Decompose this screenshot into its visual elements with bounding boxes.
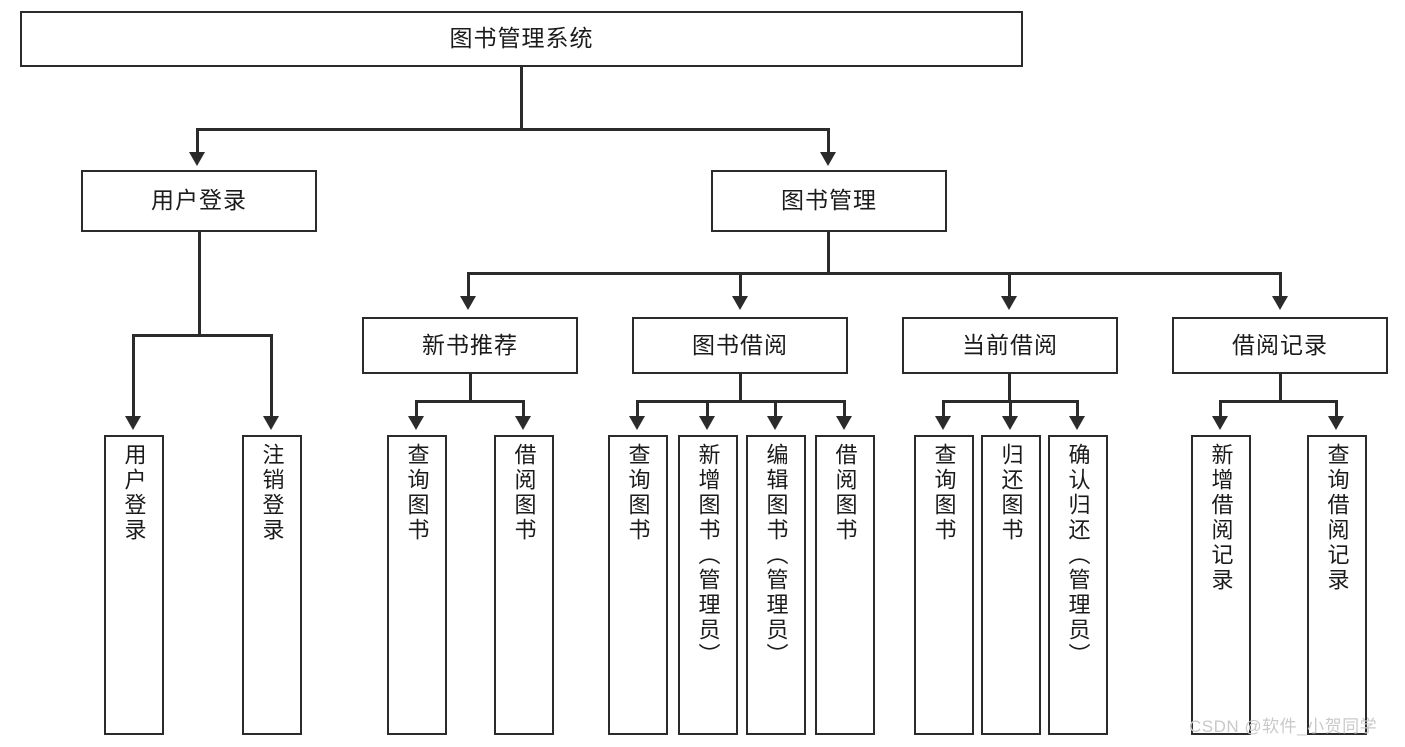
arrowhead-user-login-to-leaf-2: [263, 416, 279, 430]
connector-book-borrow-stem: [739, 374, 742, 402]
node-label: 查询借阅记录: [1324, 443, 1350, 593]
node-label: 编辑图书（管理员）: [763, 443, 789, 668]
connector-book-borrow-to-leaf-4: [843, 400, 846, 418]
connector-user-login-stem: [198, 232, 201, 336]
arrowhead-bm-to-new-book: [460, 296, 476, 310]
connector-borrow-record-to-leaf-2: [1335, 400, 1338, 418]
node-new-book-recommend[interactable]: 新书推荐: [362, 317, 578, 374]
connector-book-borrow-bus: [636, 400, 844, 403]
connector-book-borrow-to-leaf-2: [706, 400, 709, 418]
node-label: 查询图书: [404, 443, 430, 543]
node-label: 图书管理: [781, 187, 877, 214]
arrowhead-current-borrow-to-leaf-2: [1002, 416, 1018, 430]
connector-borrow-record-stem: [1279, 374, 1282, 402]
connector-root-to-user-login: [196, 128, 199, 154]
node-book-borrow[interactable]: 图书借阅: [632, 317, 848, 374]
arrowhead-borrow-record-to-leaf-2: [1328, 416, 1344, 430]
arrowhead-new-book-to-leaf-2: [515, 416, 531, 430]
leaf-book-borrow-borrow[interactable]: 借阅图书: [815, 435, 875, 735]
arrowhead-bm-to-borrow-record: [1272, 296, 1288, 310]
arrowhead-book-borrow-to-leaf-3: [767, 416, 783, 430]
node-borrow-record[interactable]: 借阅记录: [1172, 317, 1388, 374]
connector-root-to-book-management: [827, 128, 830, 154]
leaf-current-borrow-confirm-return[interactable]: 确认归还（管理员）: [1048, 435, 1108, 735]
connector-book-management-bus: [467, 272, 1279, 275]
connector-current-borrow-to-leaf-2: [1009, 400, 1012, 418]
node-label: 新增借阅记录: [1208, 443, 1234, 593]
node-label: 借阅图书: [511, 443, 537, 543]
leaf-user-login-logout[interactable]: 注销登录: [242, 435, 302, 735]
connector-new-book-to-leaf-1: [415, 400, 418, 418]
connector-user-login-bus: [132, 334, 272, 337]
connector-user-login-to-leaf-2: [270, 334, 273, 418]
node-label: 图书借阅: [692, 331, 788, 358]
leaf-book-borrow-edit[interactable]: 编辑图书（管理员）: [746, 435, 806, 735]
node-label: 新书推荐: [422, 331, 518, 358]
watermark-csdn: CSDN @软件_小贺同学: [1189, 717, 1378, 736]
connector-bm-to-new-book: [467, 272, 470, 298]
arrowhead-root-to-user-login: [189, 152, 205, 166]
arrowhead-book-borrow-to-leaf-1: [629, 416, 645, 430]
connector-user-login-to-leaf-1: [132, 334, 135, 418]
leaf-book-borrow-query[interactable]: 查询图书: [608, 435, 668, 735]
connector-root-bus: [196, 128, 830, 131]
connector-borrow-record-bus: [1219, 400, 1338, 403]
node-label: 归还图书: [998, 443, 1024, 543]
node-label: 借阅图书: [832, 443, 858, 543]
leaf-borrow-record-add[interactable]: 新增借阅记录: [1191, 435, 1251, 735]
node-label: 注销登录: [259, 443, 285, 543]
node-label: 用户登录: [151, 187, 247, 214]
arrowhead-current-borrow-to-leaf-1: [935, 416, 951, 430]
node-label: 当前借阅: [962, 331, 1058, 358]
leaf-book-borrow-add[interactable]: 新增图书（管理员）: [678, 435, 738, 735]
node-label: 借阅记录: [1232, 331, 1328, 358]
connector-bm-to-book-borrow: [739, 272, 742, 298]
leaf-user-login-login[interactable]: 用户登录: [104, 435, 164, 735]
connector-current-borrow-to-leaf-1: [942, 400, 945, 418]
connector-book-borrow-to-leaf-1: [636, 400, 639, 418]
connector-new-book-bus: [415, 400, 525, 403]
node-label: 确认归还（管理员）: [1065, 443, 1091, 668]
arrowhead-current-borrow-to-leaf-3: [1069, 416, 1085, 430]
connector-bm-to-current-borrow: [1008, 272, 1011, 298]
arrowhead-new-book-to-leaf-1: [408, 416, 424, 430]
connector-current-borrow-to-leaf-3: [1076, 400, 1079, 418]
arrowhead-user-login-to-leaf-1: [125, 416, 141, 430]
arrowhead-bm-to-book-borrow: [732, 296, 748, 310]
arrowhead-book-borrow-to-leaf-2: [699, 416, 715, 430]
leaf-new-book-borrow[interactable]: 借阅图书: [494, 435, 554, 735]
leaf-current-borrow-return[interactable]: 归还图书: [981, 435, 1041, 735]
node-label: 新增图书（管理员）: [695, 443, 721, 668]
node-label: 查询图书: [625, 443, 651, 543]
node-label: 查询图书: [931, 443, 957, 543]
node-root-book-management-system[interactable]: 图书管理系统: [20, 11, 1023, 67]
node-user-login[interactable]: 用户登录: [81, 170, 317, 232]
connector-bm-to-borrow-record: [1279, 272, 1282, 298]
node-current-borrow[interactable]: 当前借阅: [902, 317, 1118, 374]
leaf-new-book-query[interactable]: 查询图书: [387, 435, 447, 735]
node-label: 用户登录: [121, 443, 147, 543]
node-book-management[interactable]: 图书管理: [711, 170, 947, 232]
arrowhead-bm-to-current-borrow: [1001, 296, 1017, 310]
connector-book-management-stem: [827, 232, 830, 274]
connector-book-borrow-to-leaf-3: [774, 400, 777, 418]
connector-new-book-to-leaf-2: [522, 400, 525, 418]
arrowhead-root-to-book-management: [820, 152, 836, 166]
connector-current-borrow-stem: [1008, 374, 1011, 402]
leaf-borrow-record-query[interactable]: 查询借阅记录: [1307, 435, 1367, 735]
arrowhead-borrow-record-to-leaf-1: [1212, 416, 1228, 430]
connector-root-stem: [520, 67, 523, 130]
arrowhead-book-borrow-to-leaf-4: [836, 416, 852, 430]
node-label: 图书管理系统: [449, 25, 594, 52]
connector-borrow-record-to-leaf-1: [1219, 400, 1222, 418]
leaf-current-borrow-query[interactable]: 查询图书: [914, 435, 974, 735]
connector-new-book-stem: [469, 374, 472, 402]
